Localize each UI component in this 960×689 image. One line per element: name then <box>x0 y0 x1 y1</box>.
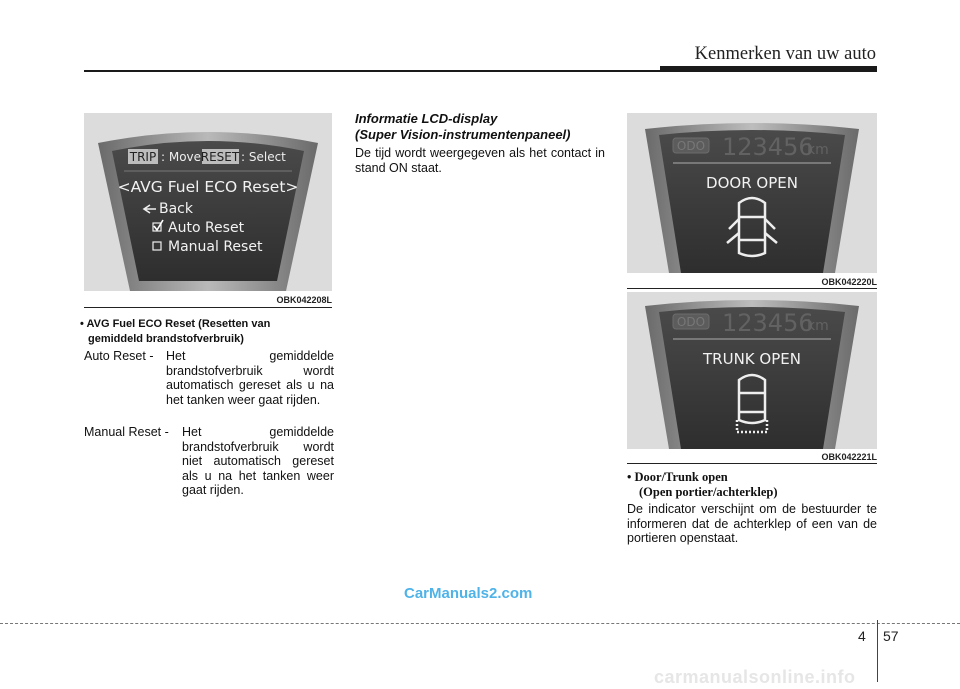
car-doors-open-icon <box>726 196 778 258</box>
menu-back: Back <box>159 201 194 217</box>
odo-label: ODO <box>677 315 705 329</box>
auto-reset-definition: Auto Reset - Het gemiddelde brandstofver… <box>84 349 334 407</box>
trunk-open-message: TRUNK OPEN <box>702 350 801 368</box>
odometer-value: 123456 <box>722 133 814 161</box>
header-rule <box>84 70 664 72</box>
reset-key-badge <box>202 149 239 164</box>
carmanuals-watermark[interactable]: CarManuals2.com <box>404 585 533 602</box>
odometer-unit: km <box>807 142 829 158</box>
trunk-open-image: ODO 123456 km TRUNK OPEN <box>627 292 877 449</box>
caption-rule-bottom <box>627 463 877 464</box>
site-watermark: carmanualsonline.info <box>654 667 856 687</box>
caption-door-open: OBK042220L <box>821 277 877 287</box>
hint-reset: RESET <box>201 150 240 164</box>
heading-line-2: (Super Vision-instrumentenpaneel) <box>355 127 571 142</box>
door-trunk-paragraph: De indicator verschijnt om de bestuurder… <box>627 502 877 545</box>
manual-reset-description: Het gemiddelde brandstofverbruik wordt n… <box>182 425 334 497</box>
avg-fuel-eco-reset-image: TRIP : Move RESET : Select <AVG Fuel ECO… <box>84 113 332 291</box>
odometer-unit: km <box>807 318 829 334</box>
door-open-image: ODO 123456 km DOOR OPEN <box>627 113 877 273</box>
header-rule-thick <box>660 66 877 72</box>
manual-reset-term: Manual Reset - <box>84 425 169 439</box>
door-open-message: DOOR OPEN <box>706 174 798 192</box>
checkbox-empty-icon <box>152 241 162 251</box>
menu-manual-reset: Manual Reset <box>168 239 263 255</box>
page-number: 57 <box>883 628 899 644</box>
hint-move: : Move <box>161 150 201 164</box>
bullet-door-trunk-open: • Door/Trunk open (Open portier/achterkl… <box>627 470 877 500</box>
trip-key-badge <box>128 149 158 164</box>
auto-reset-term: Auto Reset - <box>84 349 154 363</box>
chapter-number: 4 <box>858 628 866 644</box>
bullet-line-1: • Door/Trunk open <box>627 470 728 484</box>
lcd-display-paragraph: De tijd wordt weergegeven als het contac… <box>355 146 605 175</box>
footer-dashed-rule <box>0 623 960 624</box>
car-trunk-open-icon <box>735 373 769 434</box>
menu-title: <AVG Fuel ECO Reset> <box>118 178 299 196</box>
back-arrow-icon <box>142 204 156 214</box>
bullet-line-2: (Open portier/achterklep) <box>639 485 778 499</box>
caption-trunk-open: OBK042221L <box>821 452 877 462</box>
section-heading: Informatie LCD-display (Super Vision-ins… <box>355 111 615 143</box>
menu-auto-reset: Auto Reset <box>168 220 245 236</box>
odo-label: ODO <box>677 139 705 153</box>
auto-reset-description: Het gemiddelde brandstofverbruik wordt a… <box>166 349 334 407</box>
checkmark-icon <box>153 219 164 232</box>
heading-line-1: Informatie LCD-display <box>355 111 498 126</box>
hint-select: : Select <box>241 150 286 164</box>
odo-badge <box>672 137 710 154</box>
bullet-avg-fuel-eco-reset: • AVG Fuel ECO Reset (Resetten van gemid… <box>80 317 335 347</box>
hint-trip: TRIP <box>129 150 156 164</box>
caption-rule-top <box>627 288 877 289</box>
caption-left: OBK042208L <box>276 295 332 305</box>
caption-rule-left <box>84 307 332 308</box>
manual-reset-definition: Manual Reset - Het gemiddelde brandstofv… <box>84 425 334 498</box>
bullet-line-1: • AVG Fuel ECO Reset (Resetten van <box>80 318 271 330</box>
running-header: Kenmerken van uw auto <box>694 44 876 64</box>
bullet-line-2: gemiddeld brandstofverbruik) <box>88 333 244 345</box>
page-number-separator <box>877 620 878 682</box>
odo-badge <box>672 313 710 330</box>
odometer-value: 123456 <box>722 309 814 337</box>
